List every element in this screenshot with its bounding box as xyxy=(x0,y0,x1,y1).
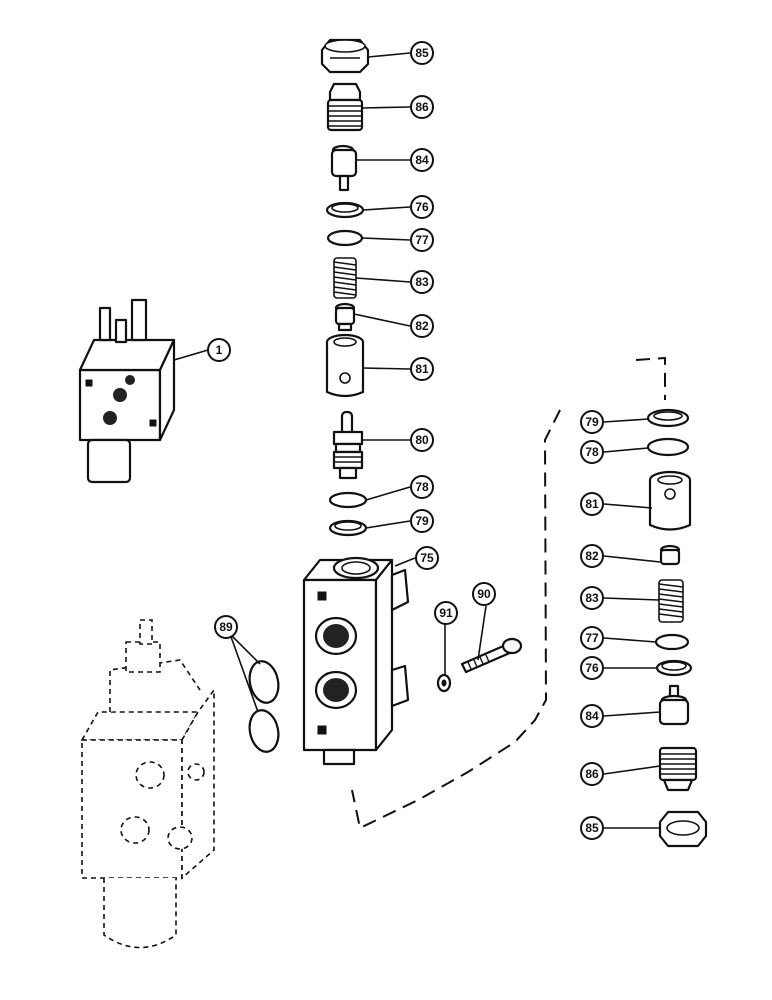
callout-81-right: 81 xyxy=(580,492,604,516)
part-77-oring-right xyxy=(654,633,690,651)
callout-84-right: 84 xyxy=(580,704,604,728)
callout-label: 80 xyxy=(415,433,429,447)
callout-label: 83 xyxy=(415,275,429,289)
callout-label: 84 xyxy=(415,153,429,167)
callout-81: 81 xyxy=(410,357,434,381)
callout-label: 76 xyxy=(585,661,599,675)
assembly-path-dashed xyxy=(351,356,666,830)
callout-77: 77 xyxy=(410,228,434,252)
part-81-sleeve-top xyxy=(325,333,365,398)
callout-label: 81 xyxy=(415,362,429,376)
leader-lines xyxy=(173,52,661,829)
part-82-poppet-right xyxy=(659,544,681,566)
callout-78-right: 78 xyxy=(580,440,604,464)
callout-89: 89 xyxy=(214,615,238,639)
part-80-spool xyxy=(332,410,364,480)
callout-label: 76 xyxy=(415,200,429,214)
callout-79-right: 79 xyxy=(580,410,604,434)
part-89-oring-lower xyxy=(248,709,280,753)
callout-83-right: 83 xyxy=(580,586,604,610)
valve-body-ghost xyxy=(80,619,215,949)
callout-label: 90 xyxy=(477,587,491,601)
callout-label: 83 xyxy=(585,591,599,605)
part-77-oring-top xyxy=(326,229,364,247)
part-75-valve-body xyxy=(302,556,410,766)
callout-1: 1 xyxy=(207,338,231,362)
callout-label: 77 xyxy=(585,631,599,645)
part-91-washer xyxy=(436,673,452,693)
callout-label: 78 xyxy=(415,480,429,494)
callout-75: 75 xyxy=(415,546,439,570)
callout-77-right: 77 xyxy=(580,626,604,650)
part-84-check-top xyxy=(330,144,358,192)
callout-label: 85 xyxy=(415,46,429,60)
callout-label: 81 xyxy=(585,497,599,511)
part-83-spring-top xyxy=(333,257,357,299)
callout-85: 85 xyxy=(410,41,434,65)
callout-82-right: 82 xyxy=(580,544,604,568)
callout-90: 90 xyxy=(472,582,496,606)
callout-label: 75 xyxy=(420,551,434,565)
callout-label: 84 xyxy=(585,709,599,723)
callout-80: 80 xyxy=(410,428,434,452)
part-81-sleeve-right xyxy=(648,470,692,531)
callout-label: 77 xyxy=(415,233,429,247)
part-85-nut-right xyxy=(658,810,708,848)
callout-label: 78 xyxy=(585,445,599,459)
callout-91: 91 xyxy=(434,601,458,625)
callout-83: 83 xyxy=(410,270,434,294)
part-86-plug-top xyxy=(326,82,364,132)
part-82-poppet-top xyxy=(334,302,356,332)
part-78-oring-center xyxy=(328,491,368,509)
callout-label: 86 xyxy=(585,767,599,781)
part-78-oring-right xyxy=(646,437,690,457)
callout-label: 1 xyxy=(216,343,223,357)
valve-assembly-1 xyxy=(78,298,176,484)
callout-76-right: 76 xyxy=(580,656,604,680)
callout-label: 91 xyxy=(439,606,453,620)
callout-79: 79 xyxy=(410,509,434,533)
callout-86: 86 xyxy=(410,95,434,119)
callout-label: 89 xyxy=(219,620,233,634)
callout-label: 79 xyxy=(415,514,429,528)
callout-label: 82 xyxy=(415,319,429,333)
callout-label: 79 xyxy=(585,415,599,429)
callout-85-right: 85 xyxy=(580,816,604,840)
callout-label: 82 xyxy=(585,549,599,563)
part-83-spring-right xyxy=(658,579,684,623)
part-86-plug-right xyxy=(658,746,698,792)
callout-78: 78 xyxy=(410,475,434,499)
part-89-oring-upper xyxy=(248,660,280,704)
part-85-nut-top xyxy=(320,38,370,74)
callout-label: 86 xyxy=(415,100,429,114)
part-90-bolt xyxy=(460,637,523,674)
callout-76: 76 xyxy=(410,195,434,219)
callout-84: 84 xyxy=(410,148,434,172)
part-84-check-right xyxy=(658,684,690,726)
callout-82: 82 xyxy=(410,314,434,338)
callout-86-right: 86 xyxy=(580,762,604,786)
callout-label: 85 xyxy=(585,821,599,835)
